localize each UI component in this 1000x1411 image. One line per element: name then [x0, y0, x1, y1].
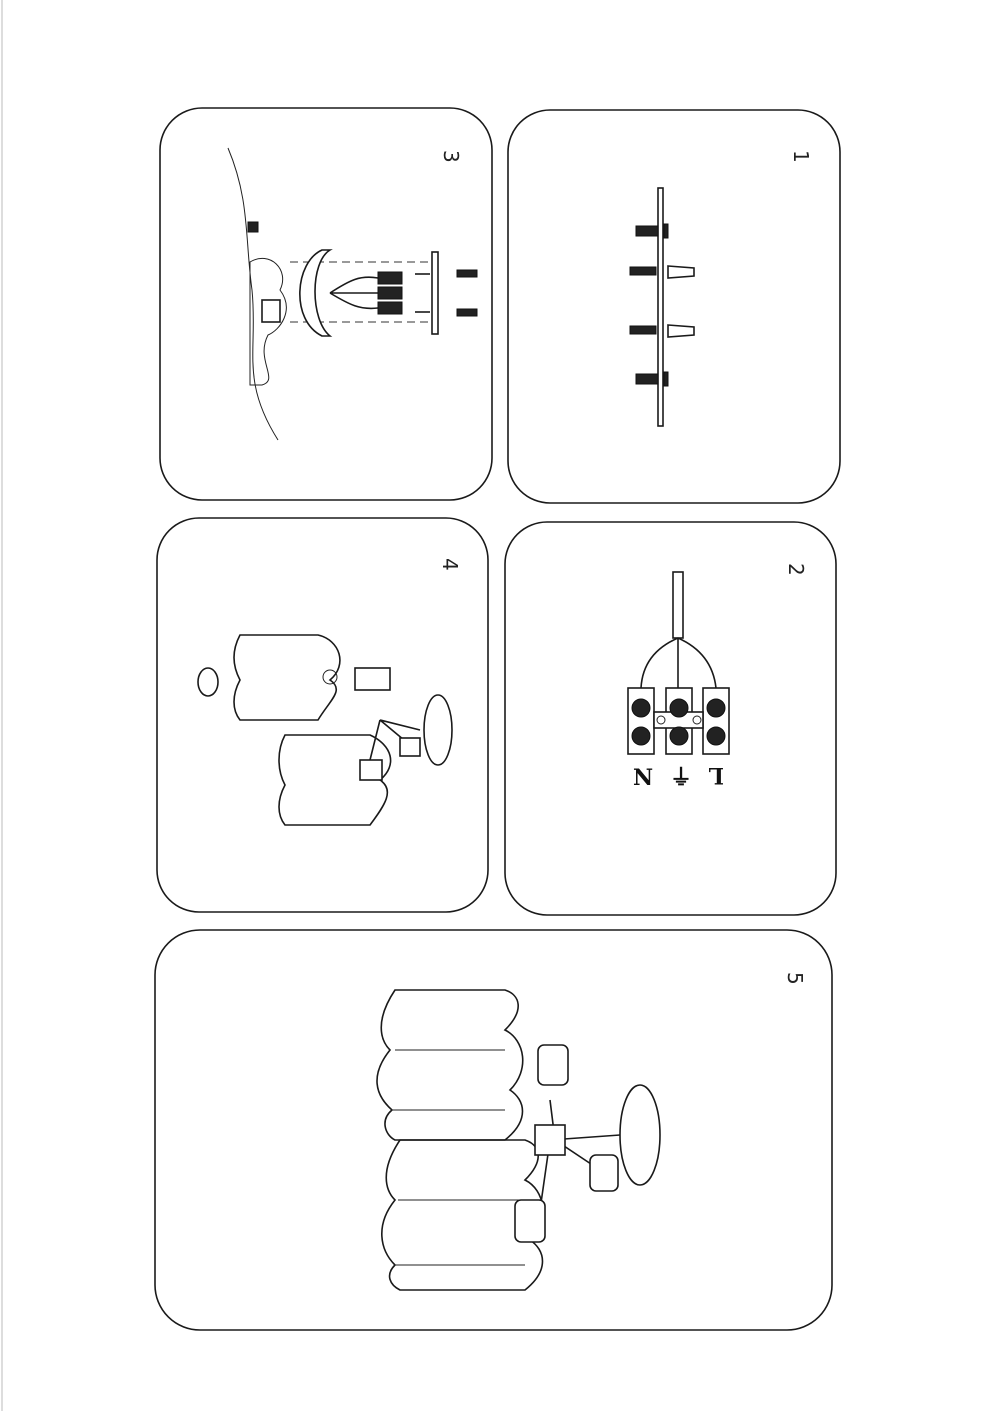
panel-step-3: 3 [159, 107, 493, 501]
canopy [619, 1084, 661, 1186]
terminal-block [627, 687, 730, 755]
step-number: 4 [438, 558, 462, 571]
lamp-shade [233, 634, 341, 721]
lamp-shade [278, 734, 392, 826]
canopy [423, 694, 453, 766]
wires [640, 637, 717, 689]
step-number: 5 [783, 972, 807, 985]
mounting-bracket [431, 251, 439, 335]
lamp-shade [376, 989, 524, 1141]
step-number: 3 [439, 150, 463, 163]
wall-plug [456, 269, 478, 278]
neutral-label: N [633, 765, 653, 791]
ceiling-curve [227, 147, 279, 441]
terminal-block [377, 271, 403, 285]
terminal-block [377, 301, 403, 315]
lamp-shade [249, 257, 287, 386]
earth-label: ⏚ [670, 765, 692, 791]
screws [629, 223, 669, 387]
panel-step-2: 2 N ⏚ L [504, 521, 837, 916]
terminal-block [377, 286, 403, 300]
panel-step-5: 5 [154, 929, 833, 1331]
step-number: 1 [789, 150, 813, 163]
lamp-holder [354, 667, 391, 691]
power-cable [672, 571, 684, 639]
panel-step-1: 1 [507, 109, 841, 504]
wall-plug [456, 308, 478, 317]
lamp-holder [589, 1154, 619, 1192]
live-label: L [709, 762, 724, 788]
ring-nut [197, 667, 219, 697]
lamp-holder [537, 1044, 569, 1086]
panel-step-4: 4 [156, 517, 489, 913]
lamp-holder [514, 1199, 546, 1243]
wall-anchors [667, 265, 695, 338]
mounting-bar [657, 187, 664, 427]
center-hub [534, 1124, 566, 1156]
canopy [299, 249, 333, 337]
step-number: 2 [784, 563, 808, 576]
arms [539, 1099, 621, 1211]
lamp-shade [381, 1139, 544, 1291]
